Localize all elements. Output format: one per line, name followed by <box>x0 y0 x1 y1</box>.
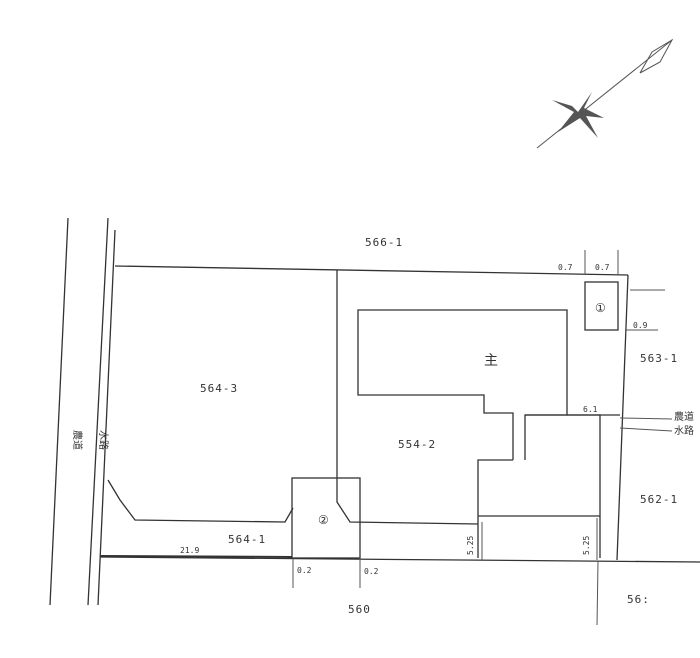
parcel-554-2-south-edge <box>336 478 479 525</box>
dim-0-2-right: 0.2 <box>364 567 379 576</box>
marker-1-label: ① <box>595 301 606 315</box>
waterway-east-label: 水路 <box>674 424 694 437</box>
parcel-label-560: 560 <box>348 603 371 616</box>
waterway-label: 水路 <box>97 430 110 450</box>
road-edge-line <box>87 217 109 606</box>
annex-outline <box>477 459 513 558</box>
south-boundary <box>99 556 700 563</box>
dim-0-9: 0.9 <box>633 321 648 330</box>
parcel-label-564-1: 564-1 <box>228 533 266 546</box>
dim-5-25-left: 5.25 <box>466 536 475 555</box>
parcel-564-3-south-edge <box>107 479 294 523</box>
marker-1-box <box>584 281 619 331</box>
main-house-outline <box>357 309 568 460</box>
waterway-edge-line <box>97 229 116 606</box>
farm-road-label: 農道 <box>71 430 84 450</box>
dim-21-9: 21.9 <box>180 546 199 555</box>
road-edge-line <box>49 217 69 606</box>
parcel-label-564-3: 564-3 <box>200 382 238 395</box>
east-boundary <box>616 274 629 561</box>
marker-2-box <box>291 477 361 559</box>
annex-outline <box>525 414 601 558</box>
farm-road-east-label: 農道 <box>674 410 694 423</box>
dim-5-25-right: 5.25 <box>582 536 591 555</box>
parcel-label-554-2: 554-2 <box>398 438 436 451</box>
dimension-21-9-line <box>99 555 293 558</box>
parcel-label-562-1: 562-1 <box>640 493 678 506</box>
dim-0-7-left: 0.7 <box>558 263 573 272</box>
dim-0-2-left: 0.2 <box>297 566 312 575</box>
dim-0-7-right: 0.7 <box>595 263 610 272</box>
marker-2-label: ② <box>318 513 329 527</box>
dim-6-1: 6.1 <box>583 405 598 414</box>
main-house-label: 主 <box>484 353 498 369</box>
parcel-label-north: 566-1 <box>365 236 403 249</box>
parcel-label-south-east: 56: <box>627 593 650 606</box>
north-boundary <box>114 265 629 276</box>
compass-icon <box>536 38 674 149</box>
parcel-label-563-1: 563-1 <box>640 352 678 365</box>
